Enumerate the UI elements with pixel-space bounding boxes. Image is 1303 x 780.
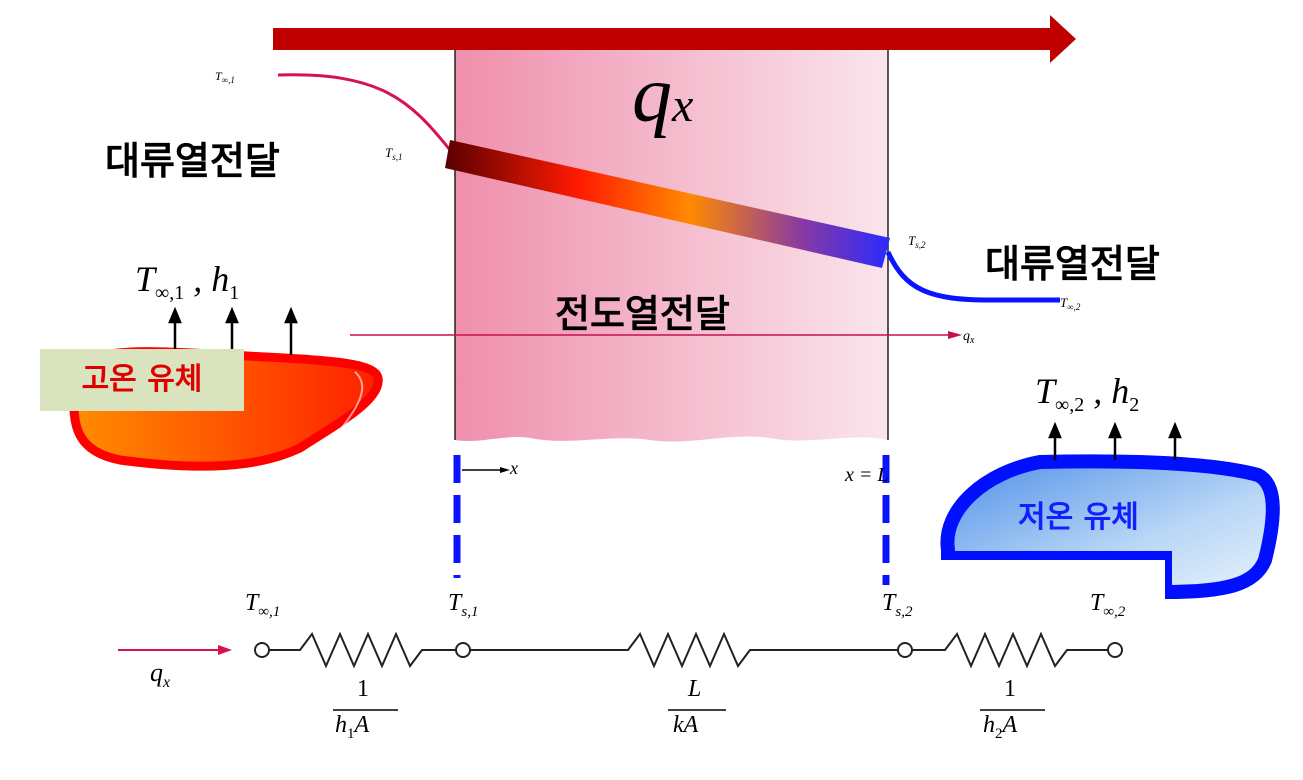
r3-numerator: 1: [1004, 676, 1016, 702]
heat-flow-arrow-head: [1050, 15, 1076, 63]
circuit-node-t-inf-1: T∞,1: [245, 590, 281, 620]
r1-denominator: h1A: [335, 712, 370, 742]
circuit-node-t-inf-2: T∞,2: [1090, 590, 1126, 620]
t-inf-1-label: T∞,1: [215, 69, 235, 85]
t-inf-2-label: T∞,2: [1060, 295, 1081, 312]
circuit-node-t-s-1: Ts,1: [448, 590, 479, 620]
qx-big-label: qx: [632, 51, 694, 139]
circuit-qx-label: qx: [150, 658, 171, 692]
x-end-label: x = L: [845, 464, 889, 486]
r2-denominator: kA: [673, 712, 699, 738]
convection-right-label: 대류열전달: [985, 242, 1160, 286]
thermal-circuit: [254, 631, 1123, 669]
circuit-node-t-s-2: Ts,2: [882, 590, 913, 620]
conduction-label: 전도열전달: [555, 292, 730, 336]
cold-fluid-cutout: [940, 560, 1165, 600]
hot-fluid-badge: 고온 유체: [40, 349, 244, 411]
qx-flux-arrowhead: [948, 331, 962, 339]
hot-convection-curve: [277, 73, 452, 151]
t-s-1-label: Ts,1: [385, 145, 403, 162]
r2-numerator: L: [688, 676, 702, 702]
hot-fluid-condition-label: T∞,1 , h1: [135, 259, 240, 305]
wall-slab: [455, 50, 888, 442]
x-axis-arrowhead: [500, 467, 510, 473]
r1-numerator: 1: [357, 676, 369, 702]
heat-flow-arrow-shaft: [273, 28, 1053, 50]
hot-fluid-highlight: [339, 371, 364, 431]
cold-fluid-label: 저온 유체: [1018, 500, 1139, 535]
cold-convection-curve: [885, 250, 1060, 303]
hot-fluid-arrows: [168, 306, 298, 355]
circuit-qx-arrowhead: [218, 645, 232, 655]
cold-fluid-arrows: [1048, 421, 1182, 460]
cold-fluid-blob: [940, 454, 1280, 600]
conduction-profile: [445, 140, 890, 268]
qx-flux-label: qx: [963, 329, 975, 346]
convection-left-label: 대류열전달: [105, 139, 280, 183]
r3-denominator: h2A: [983, 712, 1018, 742]
cold-fluid-condition-label: T∞,2 , h2: [1035, 371, 1140, 417]
t-s-2-label: Ts,2: [908, 233, 926, 250]
x-origin-label: x: [510, 458, 518, 478]
